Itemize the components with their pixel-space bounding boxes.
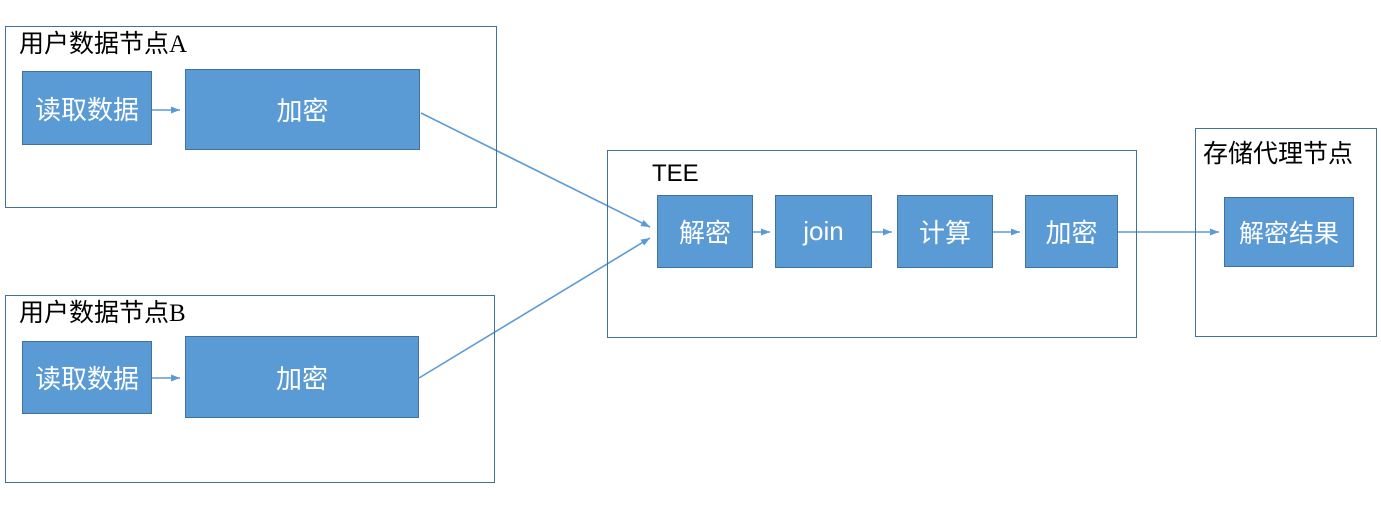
box-encrypt-b: 加密 bbox=[185, 336, 419, 418]
box-decrypt-result: 解密结果 bbox=[1224, 197, 1354, 267]
box-encrypt-a: 加密 bbox=[185, 69, 420, 150]
box-read-data-b: 读取数据 bbox=[22, 341, 152, 414]
group-user-data-node-b: 用户数据节点B bbox=[5, 295, 495, 483]
box-read-data-a: 读取数据 bbox=[22, 71, 152, 145]
group-title-user-node-b: 用户数据节点B bbox=[19, 300, 186, 327]
group-title-storage-proxy: 存储代理节点 bbox=[1203, 141, 1354, 168]
box-tee-encrypt: 加密 bbox=[1025, 195, 1118, 268]
group-title-user-node-a: 用户数据节点A bbox=[19, 31, 188, 58]
group-storage-proxy-node: 存储代理节点 bbox=[1195, 128, 1377, 337]
box-tee-compute: 计算 bbox=[897, 195, 993, 268]
box-tee-decrypt: 解密 bbox=[657, 195, 753, 268]
group-user-data-node-a: 用户数据节点A bbox=[5, 26, 497, 208]
group-title-tee: TEE bbox=[652, 160, 699, 187]
box-tee-join: join bbox=[775, 195, 872, 268]
group-tee: TEE bbox=[607, 150, 1137, 338]
